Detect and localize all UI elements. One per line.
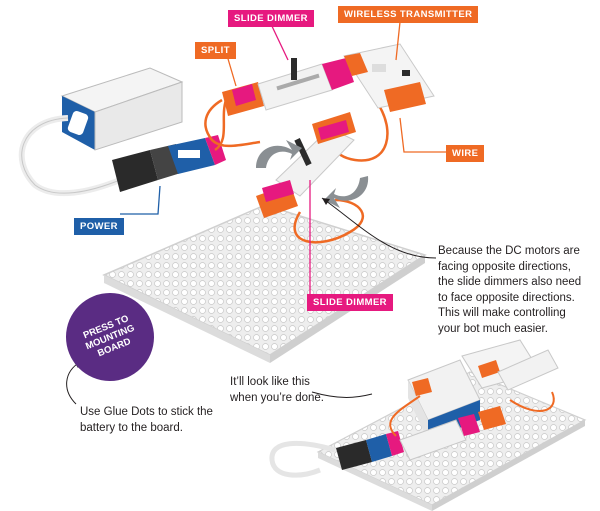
label-wireless-transmitter: WIRELESS TRANSMITTER [338,6,479,23]
badge-text: PRESS TO MOUNTING BOARD [81,312,137,359]
note-direction: Because the DC motors are facing opposit… [438,245,582,335]
slide-dimmer-rotating [256,112,356,218]
leader-wireless [395,21,401,61]
note-glue-dots: Use Glue Dots to stick the battery to th… [80,406,213,434]
note-done: It’ll look like this when you’re done. [230,376,324,404]
wireless-transmitter [343,43,435,112]
label-slide-dimmer-bottom: SLIDE DIMMER [307,294,393,311]
slide-dimmer-top [257,58,354,111]
rotate-arrow-right-icon [324,176,369,208]
label-split: SPLIT [195,42,236,59]
power-module [112,135,226,192]
label-wire: WIRE [446,145,485,162]
leader-direction-note [321,197,437,259]
label-power: POWER [74,218,124,235]
battery [60,67,184,151]
leader-slide-dimmer-top [269,21,289,61]
label-slide-dimmer-top: SLIDE DIMMER [228,10,314,27]
wire-board-loop [293,198,365,244]
leader-wire [399,117,448,153]
finished-assembly [269,339,587,511]
wire-to-split [214,99,228,152]
wire-split-to-dimmer [204,98,261,148]
leader-done [311,391,373,398]
split-module [222,82,264,116]
leader-power [120,185,161,215]
rotate-arrow-left-icon [256,140,302,168]
